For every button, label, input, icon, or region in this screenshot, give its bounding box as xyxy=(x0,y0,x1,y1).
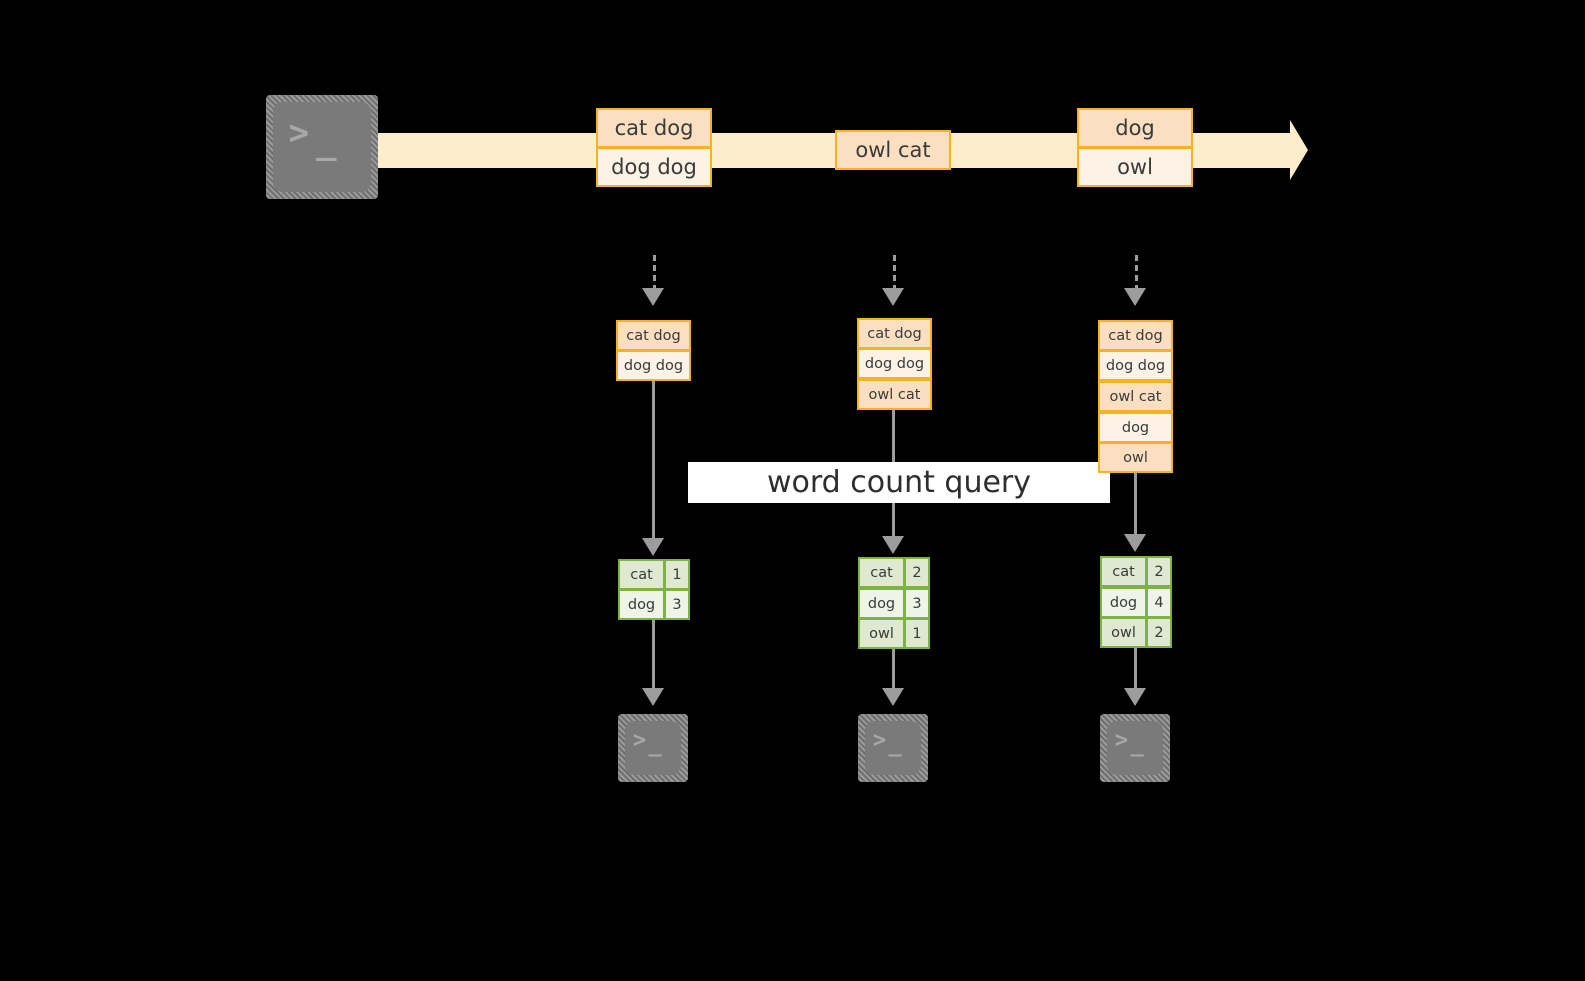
log-entry[interactable]: dog dog xyxy=(616,350,691,381)
result-count-cell[interactable]: 2 xyxy=(1146,556,1172,587)
query-flow-line xyxy=(652,381,655,553)
result-word-cell[interactable]: cat xyxy=(1100,556,1147,587)
query-label-banner: word count query xyxy=(688,462,1110,503)
query-flow-arrowhead xyxy=(642,538,664,556)
snapshot-tap-line xyxy=(653,255,656,291)
prompt-underscore-icon: _ xyxy=(316,122,337,163)
log-entry[interactable]: cat dog xyxy=(1098,320,1173,351)
log-entry[interactable]: cat dog xyxy=(616,320,691,351)
result-count-cell[interactable]: 3 xyxy=(904,588,930,619)
result-word-cell[interactable]: dog xyxy=(858,588,905,619)
stream-message[interactable]: dog dog xyxy=(596,147,712,187)
query-flow-arrowhead xyxy=(882,536,904,554)
snapshot-tap-line xyxy=(893,255,896,291)
result-word-cell[interactable]: dog xyxy=(1100,587,1147,618)
result-count-cell[interactable]: 1 xyxy=(664,559,690,590)
stream-message[interactable]: cat dog xyxy=(596,108,712,148)
stream-arrow-head xyxy=(1290,120,1308,180)
sink-terminal-icon[interactable]: > _ xyxy=(858,714,928,782)
log-entry[interactable]: owl cat xyxy=(857,379,932,410)
terminal-screen: > _ xyxy=(625,721,681,775)
result-count-cell[interactable]: 3 xyxy=(664,589,690,620)
snapshot-tap-arrowhead xyxy=(642,288,664,306)
snapshot-tap-arrowhead xyxy=(882,288,904,306)
result-word-cell[interactable]: dog xyxy=(618,589,665,620)
sink-flow-arrowhead xyxy=(642,688,664,706)
sink-flow-line xyxy=(1134,648,1137,690)
result-word-cell[interactable]: cat xyxy=(858,557,905,588)
stream-message[interactable]: owl cat xyxy=(835,130,951,170)
sink-flow-arrowhead xyxy=(882,688,904,706)
terminal-screen: > _ xyxy=(865,721,921,775)
snapshot-tap-line xyxy=(1135,255,1138,291)
stream-message[interactable]: owl xyxy=(1077,147,1193,187)
log-entry[interactable]: cat dog xyxy=(857,318,932,349)
result-count-cell[interactable]: 2 xyxy=(904,557,930,588)
sink-flow-arrowhead xyxy=(1124,688,1146,706)
result-word-cell[interactable]: owl xyxy=(858,618,905,649)
prompt-chevron-icon: > xyxy=(1114,727,1129,753)
stream-message[interactable]: dog xyxy=(1077,108,1193,148)
result-word-cell[interactable]: cat xyxy=(618,559,665,590)
prompt-chevron-icon: > xyxy=(632,727,647,753)
sink-flow-line xyxy=(892,649,895,690)
sink-flow-line xyxy=(652,620,655,690)
log-entry[interactable]: owl xyxy=(1098,442,1173,473)
sink-terminal-icon[interactable]: > _ xyxy=(618,714,688,782)
snapshot-tap-arrowhead xyxy=(1124,288,1146,306)
log-entry[interactable]: dog dog xyxy=(857,348,932,379)
prompt-chevron-icon: > xyxy=(288,113,310,154)
result-count-cell[interactable]: 2 xyxy=(1146,617,1172,648)
result-count-cell[interactable]: 4 xyxy=(1146,587,1172,618)
log-entry[interactable]: dog xyxy=(1098,412,1173,443)
log-entry[interactable]: owl cat xyxy=(1098,381,1173,412)
result-count-cell[interactable]: 1 xyxy=(904,618,930,649)
result-word-cell[interactable]: owl xyxy=(1100,617,1147,648)
query-flow-arrowhead xyxy=(1124,534,1146,552)
terminal-screen: > _ xyxy=(273,102,371,192)
sink-terminal-icon[interactable]: > _ xyxy=(1100,714,1170,782)
prompt-chevron-icon: > xyxy=(872,727,887,753)
prompt-underscore-icon: _ xyxy=(648,731,662,757)
prompt-underscore-icon: _ xyxy=(1130,731,1144,757)
log-entry[interactable]: dog dog xyxy=(1098,350,1173,381)
source-terminal-icon[interactable]: > _ xyxy=(266,95,378,199)
prompt-underscore-icon: _ xyxy=(888,731,902,757)
terminal-screen: > _ xyxy=(1107,721,1163,775)
query-flow-line xyxy=(1134,473,1137,548)
